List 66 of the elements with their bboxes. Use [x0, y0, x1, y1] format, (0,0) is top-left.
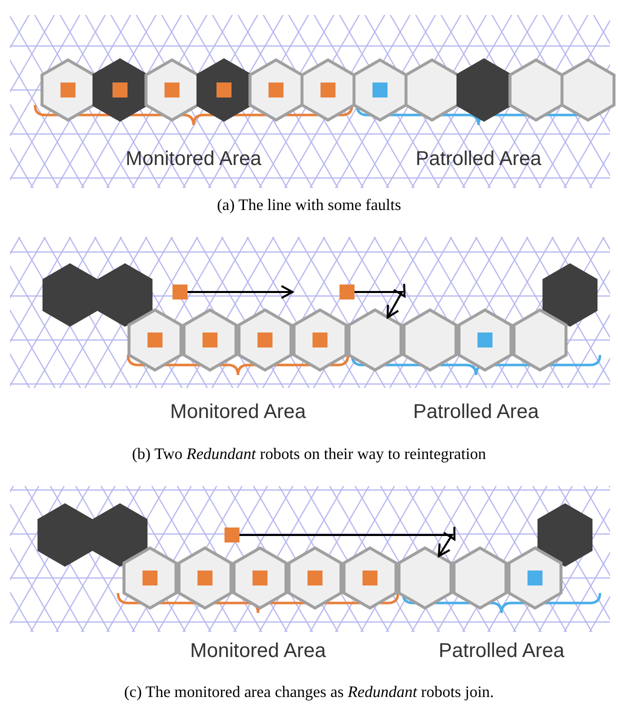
robot-square [172, 284, 188, 300]
faulty-hexagon [42, 263, 98, 327]
hexagon-tile [404, 58, 460, 122]
arrow [188, 285, 294, 299]
area-label: Monitored Area [170, 401, 306, 424]
area-label: Patrolled Area [438, 640, 564, 663]
robot-square [224, 528, 240, 542]
arrow [240, 526, 456, 558]
robot-square [60, 82, 76, 98]
hexagon-tile [232, 546, 288, 610]
hexagon-tile [288, 546, 342, 610]
area-label: Patrolled Area [413, 401, 539, 424]
robot-square [216, 82, 232, 98]
robot-square [320, 82, 336, 98]
hexagon-tile [342, 546, 398, 610]
faulty-hexagon [456, 58, 512, 122]
hexagon-tile [300, 58, 356, 122]
hexagon-tile [144, 58, 200, 122]
robot-square [372, 82, 388, 98]
robot-square [312, 332, 328, 348]
robot-square [142, 570, 158, 586]
hexagon-tile [178, 546, 232, 610]
robot-square [362, 570, 378, 586]
hexagon-tile [508, 58, 564, 122]
hexagon-tile [122, 546, 178, 610]
robot-square [528, 570, 542, 586]
area-label: Monitored Area [126, 148, 262, 171]
robot-square [268, 82, 284, 98]
hexagon-tile [348, 308, 402, 372]
hexagon-tile [508, 546, 562, 610]
faulty-hexagon [38, 503, 92, 567]
robot-square [478, 332, 492, 348]
hexagon-tile [182, 308, 238, 372]
figure-caption: (a) The line with some faults [216, 197, 402, 215]
robot-square [148, 332, 162, 348]
hexagon-tile [248, 58, 304, 122]
hexagon-tile [452, 546, 508, 610]
faulty-hexagon [196, 58, 252, 122]
hexagon-tile [238, 308, 292, 372]
faulty-hexagon [92, 503, 148, 567]
hexagon-tile [560, 58, 616, 122]
hexagon-tile [512, 308, 568, 372]
faulty-hexagon [538, 503, 592, 567]
hexagon-tile [402, 308, 458, 372]
hexagon-tile [128, 308, 182, 372]
robot-square [340, 284, 354, 300]
faulty-hexagon [92, 58, 148, 122]
hexagon-tile [292, 308, 348, 372]
area-label: Monitored Area [190, 640, 326, 663]
faulty-hexagon [98, 263, 152, 327]
arrow [354, 284, 406, 319]
robot-square [112, 82, 128, 98]
hexagon-tile [40, 58, 96, 122]
area-label: Patrolled Area [416, 148, 542, 171]
hexagon-tile [398, 546, 452, 610]
robot-square [198, 570, 212, 586]
robot-square [308, 570, 322, 586]
robot-square [202, 332, 218, 348]
faulty-hexagon [542, 263, 598, 327]
figure-caption: (c) The monitored area changes as Redundant robots join. [124, 684, 494, 702]
hexagon-tile [352, 58, 408, 122]
robot-square [258, 332, 272, 348]
robot-square [252, 570, 268, 586]
figure-caption: (b) Two Redundant robots on their way to reintegration [132, 446, 486, 464]
robot-square [164, 82, 180, 98]
hexagon-tile [458, 308, 512, 372]
